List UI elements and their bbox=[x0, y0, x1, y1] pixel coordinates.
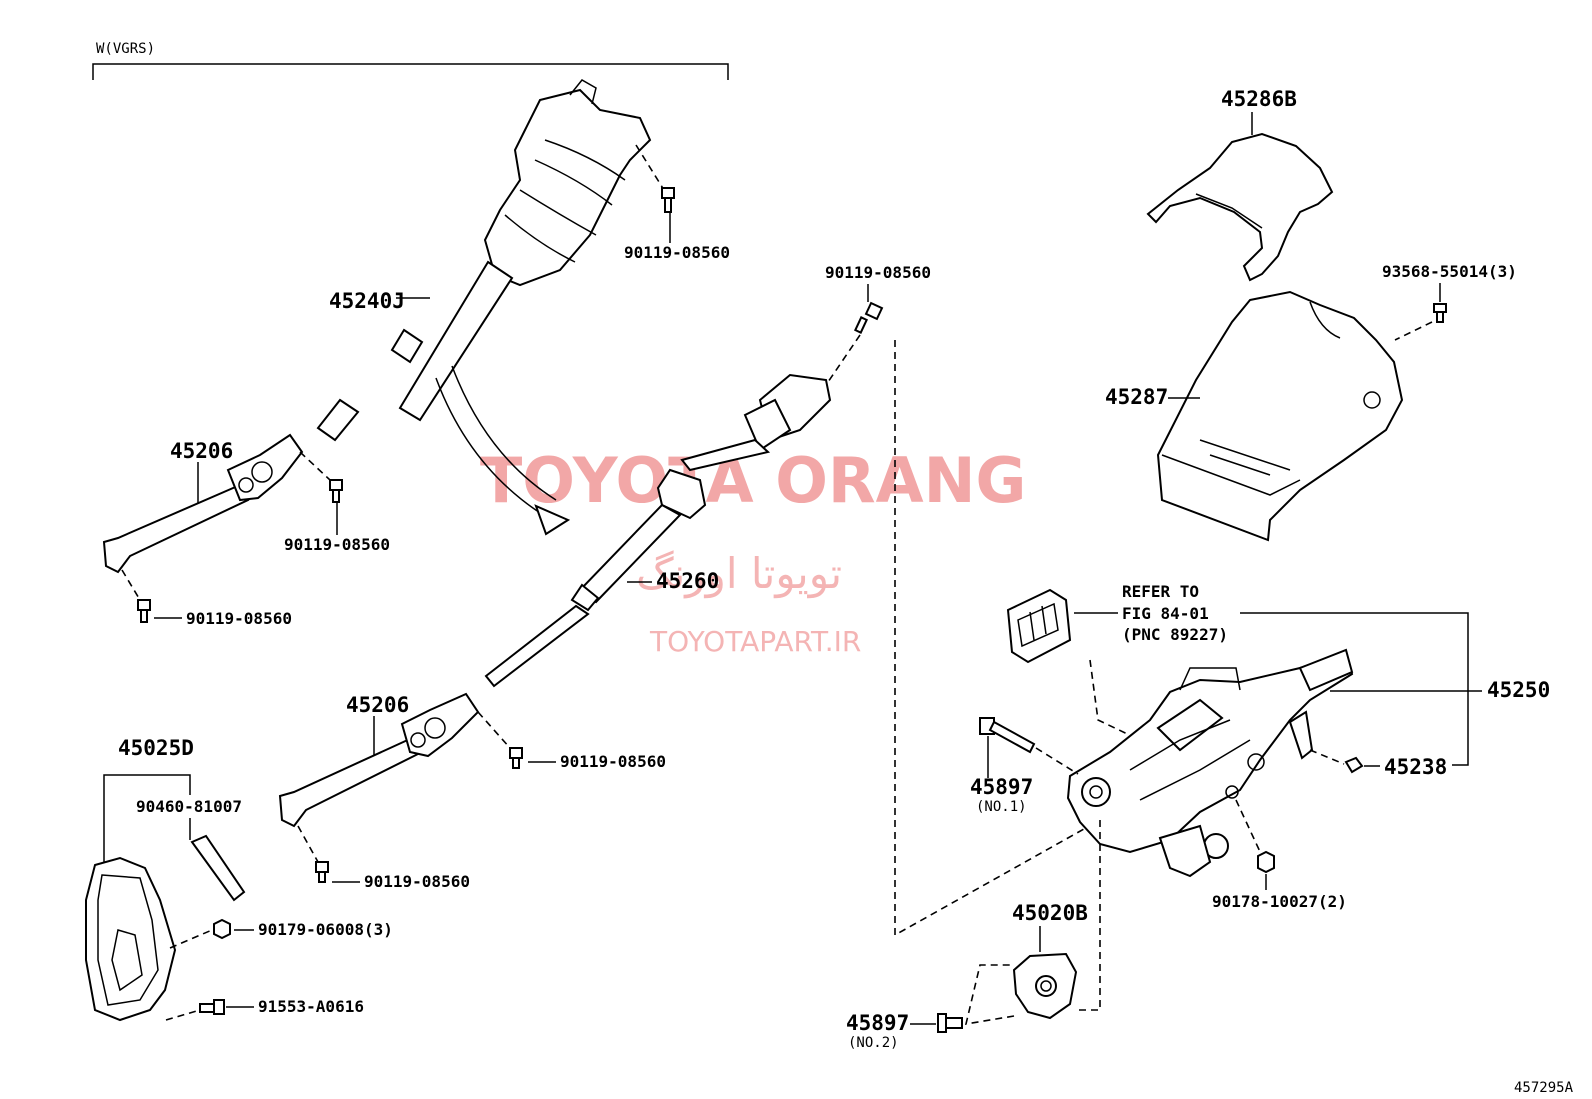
label-45238: 45238 bbox=[1384, 755, 1447, 779]
part-45286b-cover bbox=[1146, 132, 1334, 282]
leader-45240j-bolt bbox=[635, 144, 665, 191]
leader-connector-column bbox=[1089, 659, 1141, 741]
screw-93568 bbox=[1433, 303, 1447, 323]
variant-bracket bbox=[92, 63, 729, 80]
part-45250-column bbox=[1066, 648, 1354, 878]
arrow-curve-inner bbox=[451, 365, 557, 501]
part-45240j-shaft bbox=[316, 79, 652, 442]
label-90460: 90460-81007 bbox=[136, 797, 242, 816]
label-45020b: 45020B bbox=[1012, 901, 1088, 925]
part-connector-ecu bbox=[1006, 588, 1072, 664]
bolt-90119-top bbox=[661, 187, 675, 213]
bolt-90119-mid bbox=[853, 301, 884, 334]
label-90179: 90179-06008(3) bbox=[258, 920, 393, 939]
label-45897-no2: 45897 bbox=[846, 1011, 909, 1035]
bolt-91553 bbox=[199, 999, 225, 1015]
diagram-id: 457295A bbox=[1514, 1080, 1574, 1096]
bolt-90119-a1 bbox=[329, 479, 343, 503]
bolt-45897-no2 bbox=[937, 1013, 963, 1033]
nut-90179 bbox=[213, 918, 231, 940]
label-91553: 91553-A0616 bbox=[258, 997, 364, 1016]
label-45206-a: 45206 bbox=[170, 439, 233, 463]
bracket-45025d bbox=[103, 774, 191, 862]
part-45238-clip bbox=[1344, 756, 1364, 774]
watermark-site: TOYOTAPART.IR bbox=[649, 625, 861, 658]
label-45897-no1-note: (NO.1) bbox=[976, 799, 1027, 815]
part-45206-upper bbox=[102, 433, 304, 574]
label-45206-b: 45206 bbox=[346, 693, 409, 717]
refer-line2: FIG 84-01 bbox=[1122, 604, 1209, 623]
leader-90178-dash bbox=[1235, 799, 1263, 857]
bolt-90119-a2 bbox=[137, 599, 151, 623]
label-90178: 90178-10027(2) bbox=[1212, 892, 1347, 911]
nut-90178 bbox=[1257, 850, 1275, 874]
bolt-90119-b2 bbox=[315, 861, 329, 883]
label-90119-a1: 90119-08560 bbox=[284, 535, 390, 554]
label-45287: 45287 bbox=[1105, 385, 1168, 409]
leader-90179 bbox=[169, 929, 213, 949]
leader-91553 bbox=[165, 1009, 201, 1021]
part-45025d-boot bbox=[85, 856, 177, 1022]
variant-label: W(VGRS) bbox=[96, 41, 155, 57]
arrow-head bbox=[534, 504, 571, 536]
leader-45897-no2-dash bbox=[964, 964, 1015, 1025]
leader-45897-no1-dash bbox=[1035, 747, 1079, 775]
part-45020b-lock bbox=[1012, 952, 1078, 1020]
label-45250: 45250 bbox=[1487, 678, 1550, 702]
label-93568: 93568-55014(3) bbox=[1382, 262, 1517, 281]
leader-93568-dash bbox=[1394, 321, 1433, 341]
bolt-90119-b1 bbox=[509, 747, 523, 769]
alignment-dashed-line bbox=[894, 340, 1101, 937]
label-90119-b1: 90119-08560 bbox=[560, 752, 666, 771]
arrow-curve-outer bbox=[435, 377, 549, 519]
label-90119-top: 90119-08560 bbox=[624, 243, 730, 262]
leader-45206-a-lower bbox=[121, 569, 141, 601]
bracket-45250-45238 bbox=[1240, 612, 1469, 766]
label-90119-a2: 90119-08560 bbox=[186, 609, 292, 628]
label-45897-no2-note: (NO.2) bbox=[848, 1035, 899, 1051]
refer-line1: REFER TO bbox=[1122, 582, 1199, 601]
watermark-brand-persian: تویوتا اورنگ bbox=[636, 549, 842, 598]
leader-45020b-dash bbox=[1076, 820, 1101, 1011]
label-45897-no1: 45897 bbox=[970, 775, 1033, 799]
bolt-45897-no1 bbox=[979, 717, 1036, 754]
part-45206-lower bbox=[278, 692, 480, 828]
refer-line3: (PNC 89227) bbox=[1122, 625, 1228, 644]
label-90119-b2: 90119-08560 bbox=[364, 872, 470, 891]
leader-45238-dash bbox=[1309, 749, 1345, 765]
leader-45206-b-lower bbox=[297, 825, 319, 863]
part-90460-clip bbox=[190, 834, 246, 902]
part-45260-shaft bbox=[484, 373, 832, 688]
label-45286b: 45286B bbox=[1221, 87, 1297, 111]
leader-45206-a-bolt bbox=[299, 451, 331, 481]
leader-45260-bolt bbox=[825, 334, 861, 386]
label-45260: 45260 bbox=[656, 569, 719, 593]
leader-45206-b-bolt bbox=[477, 711, 511, 749]
label-45025d: 45025D bbox=[118, 736, 194, 760]
label-90119-mid: 90119-08560 bbox=[825, 263, 931, 282]
label-45240j: 45240J bbox=[329, 289, 405, 313]
part-45287-cover bbox=[1156, 290, 1404, 542]
